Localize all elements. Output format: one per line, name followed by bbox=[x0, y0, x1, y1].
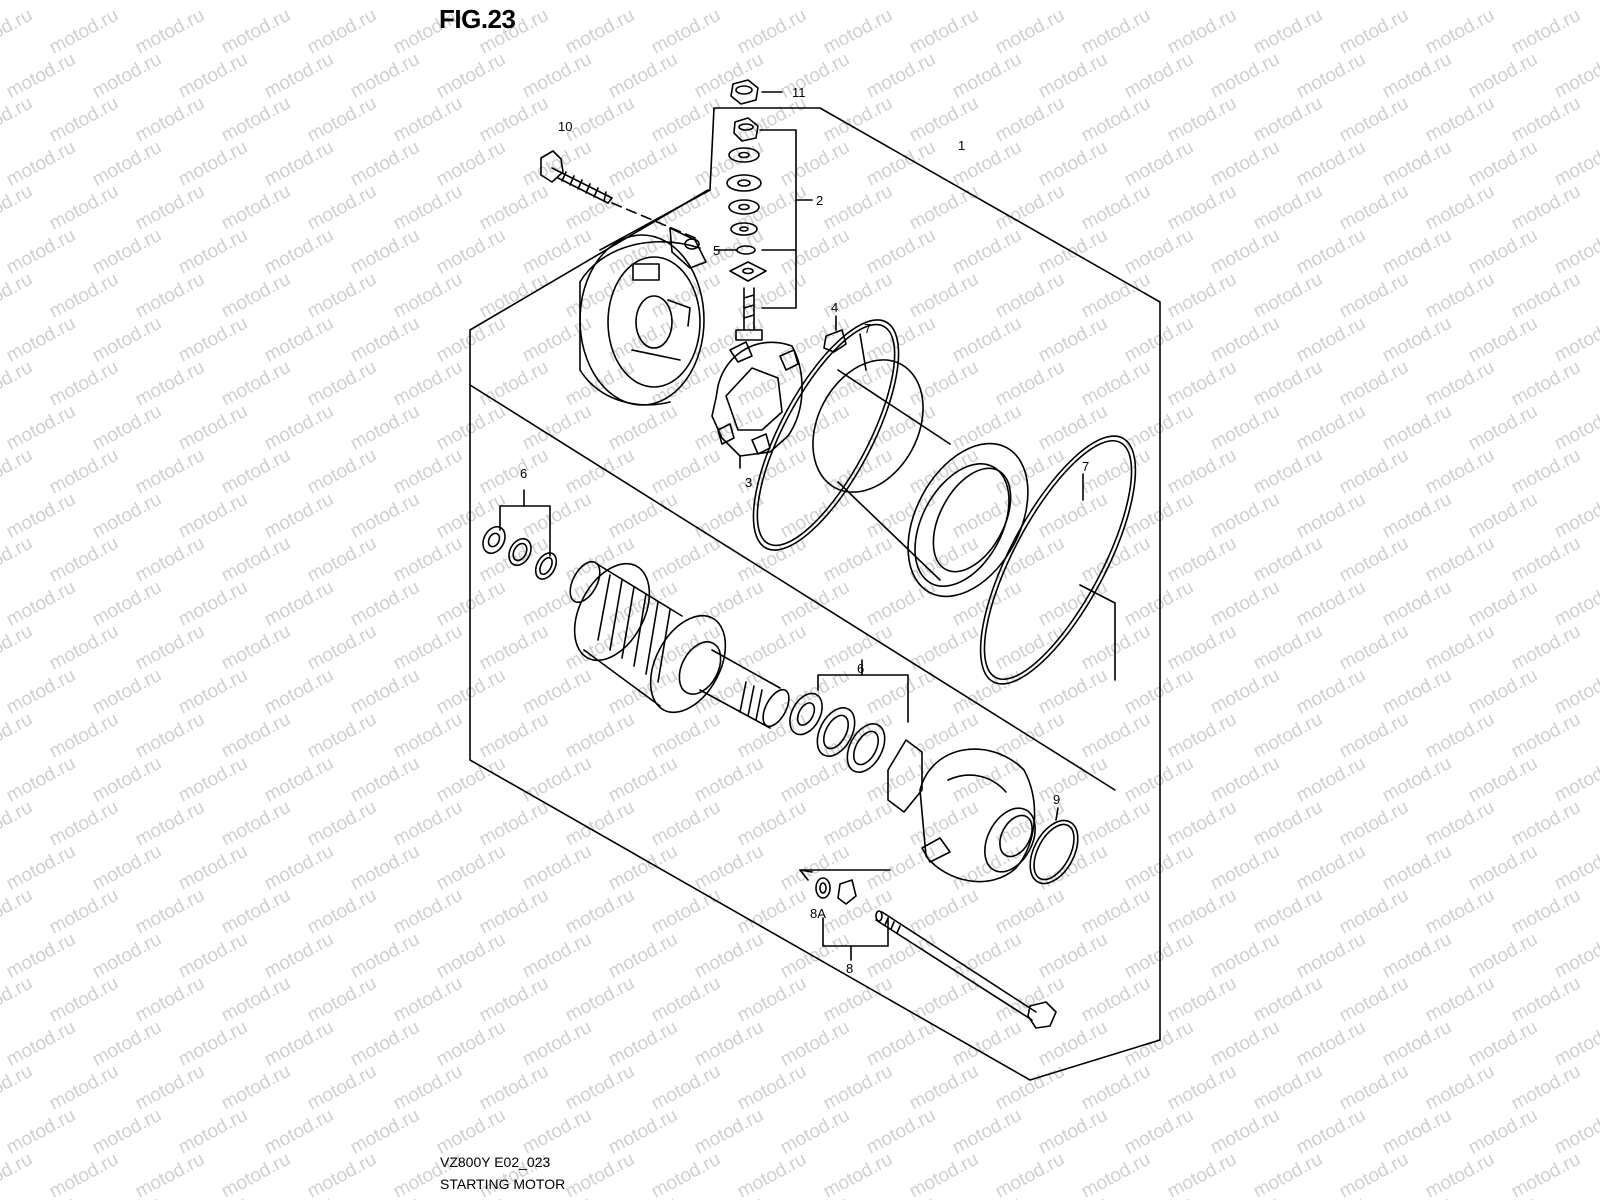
section-name: STARTING MOTOR bbox=[440, 1176, 566, 1192]
brush-plate-part bbox=[711, 341, 803, 469]
brush-part bbox=[823, 315, 847, 353]
o-ring-lower-part bbox=[979, 435, 1137, 685]
armature-part bbox=[569, 560, 790, 729]
callout-9: 9 bbox=[1053, 792, 1060, 807]
bolt-washer-set-part bbox=[799, 869, 891, 961]
o-ring-upper-part bbox=[752, 319, 900, 551]
long-bolt-part bbox=[875, 910, 1057, 1029]
bolt-part bbox=[540, 150, 701, 241]
nut-part bbox=[730, 79, 783, 105]
figure-title: FIG.23 bbox=[439, 4, 516, 34]
washer-set-lower-part bbox=[789, 659, 923, 813]
model-code: VZ800Y E02_023 bbox=[440, 1154, 551, 1170]
callout-1: 1 bbox=[958, 138, 965, 153]
callout-6-upper: 6 bbox=[520, 466, 527, 481]
callout-6-lower: 6 bbox=[857, 661, 864, 676]
callout-labels: 1 2 3 4 5 6 6 7 7 8 8A 9 10 11 bbox=[520, 85, 1089, 976]
rear-housing-part bbox=[579, 227, 707, 406]
callout-5: 5 bbox=[713, 243, 720, 258]
callout-8a: 8A bbox=[810, 906, 826, 921]
washer-set-upper-part bbox=[482, 489, 558, 580]
callout-11: 11 bbox=[792, 85, 806, 100]
callout-7-upper: 7 bbox=[864, 321, 871, 336]
assembly-outline bbox=[469, 107, 1161, 1081]
callout-2: 2 bbox=[816, 193, 823, 208]
front-housing-part bbox=[919, 748, 1036, 883]
callout-3: 3 bbox=[745, 475, 752, 490]
callout-10: 10 bbox=[558, 119, 572, 134]
terminal-kit bbox=[714, 117, 813, 341]
o-ring-front-part bbox=[1029, 807, 1079, 885]
callout-4: 4 bbox=[831, 300, 838, 315]
callout-7-lower: 7 bbox=[1082, 459, 1089, 474]
callout-8: 8 bbox=[846, 961, 853, 976]
yoke-part bbox=[812, 359, 1029, 598]
